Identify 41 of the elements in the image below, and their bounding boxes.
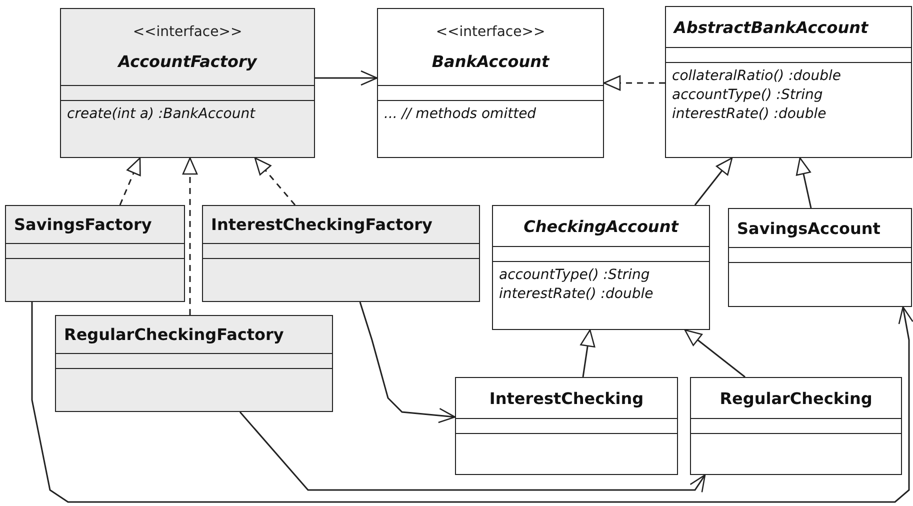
class-name: CheckingAccount — [524, 216, 678, 236]
class-name: BankAccount — [432, 52, 550, 70]
class-box — [728, 208, 912, 307]
class-name: RegularCheckingFactory — [64, 325, 284, 344]
method-label: interestRate() :double — [672, 105, 826, 124]
class-box — [202, 205, 480, 302]
inheritance-arrow — [182, 157, 198, 315]
dependency-arrow — [315, 70, 378, 86]
method-label: ... // methods omitted — [384, 105, 536, 124]
class-name: InterestChecking — [489, 388, 644, 408]
inheritance-arrow — [119, 157, 141, 206]
class-name: AccountFactory — [118, 52, 257, 70]
stereotype-label: <<interface>> — [132, 24, 242, 40]
inheritance-arrow — [694, 157, 733, 206]
inheritance-arrow — [684, 329, 746, 378]
class-name: InterestCheckingFactory — [211, 215, 432, 234]
method-label: collateralRatio() :double — [672, 67, 842, 86]
inheritance-arrow — [254, 157, 296, 206]
class-name: SavingsAccount — [737, 218, 880, 238]
class-box — [55, 315, 333, 412]
class-box — [690, 377, 902, 475]
dependency-arrow — [239, 412, 706, 493]
dependency-arrow — [31, 302, 913, 503]
method-label: accountType() :String — [672, 86, 823, 105]
class-name: AbstractBankAccount — [674, 18, 868, 36]
method-label: interestRate() :double — [499, 285, 654, 304]
class-box — [5, 205, 185, 302]
method-label: accountType() :String — [499, 266, 650, 285]
class-box — [455, 377, 678, 475]
dependency-arrow — [359, 302, 456, 424]
inheritance-arrow — [580, 329, 596, 378]
class-name: RegularChecking — [720, 388, 872, 408]
inheritance-arrow — [603, 75, 665, 91]
class-box — [60, 8, 315, 158]
stereotype-label: <<interface>> — [436, 24, 546, 40]
class-name: SavingsFactory — [14, 215, 152, 234]
class-box — [492, 205, 710, 330]
inheritance-arrow — [796, 157, 812, 208]
class-box — [377, 8, 604, 158]
class-box — [665, 6, 912, 158]
method-label: create(int a) :BankAccount — [67, 105, 256, 124]
